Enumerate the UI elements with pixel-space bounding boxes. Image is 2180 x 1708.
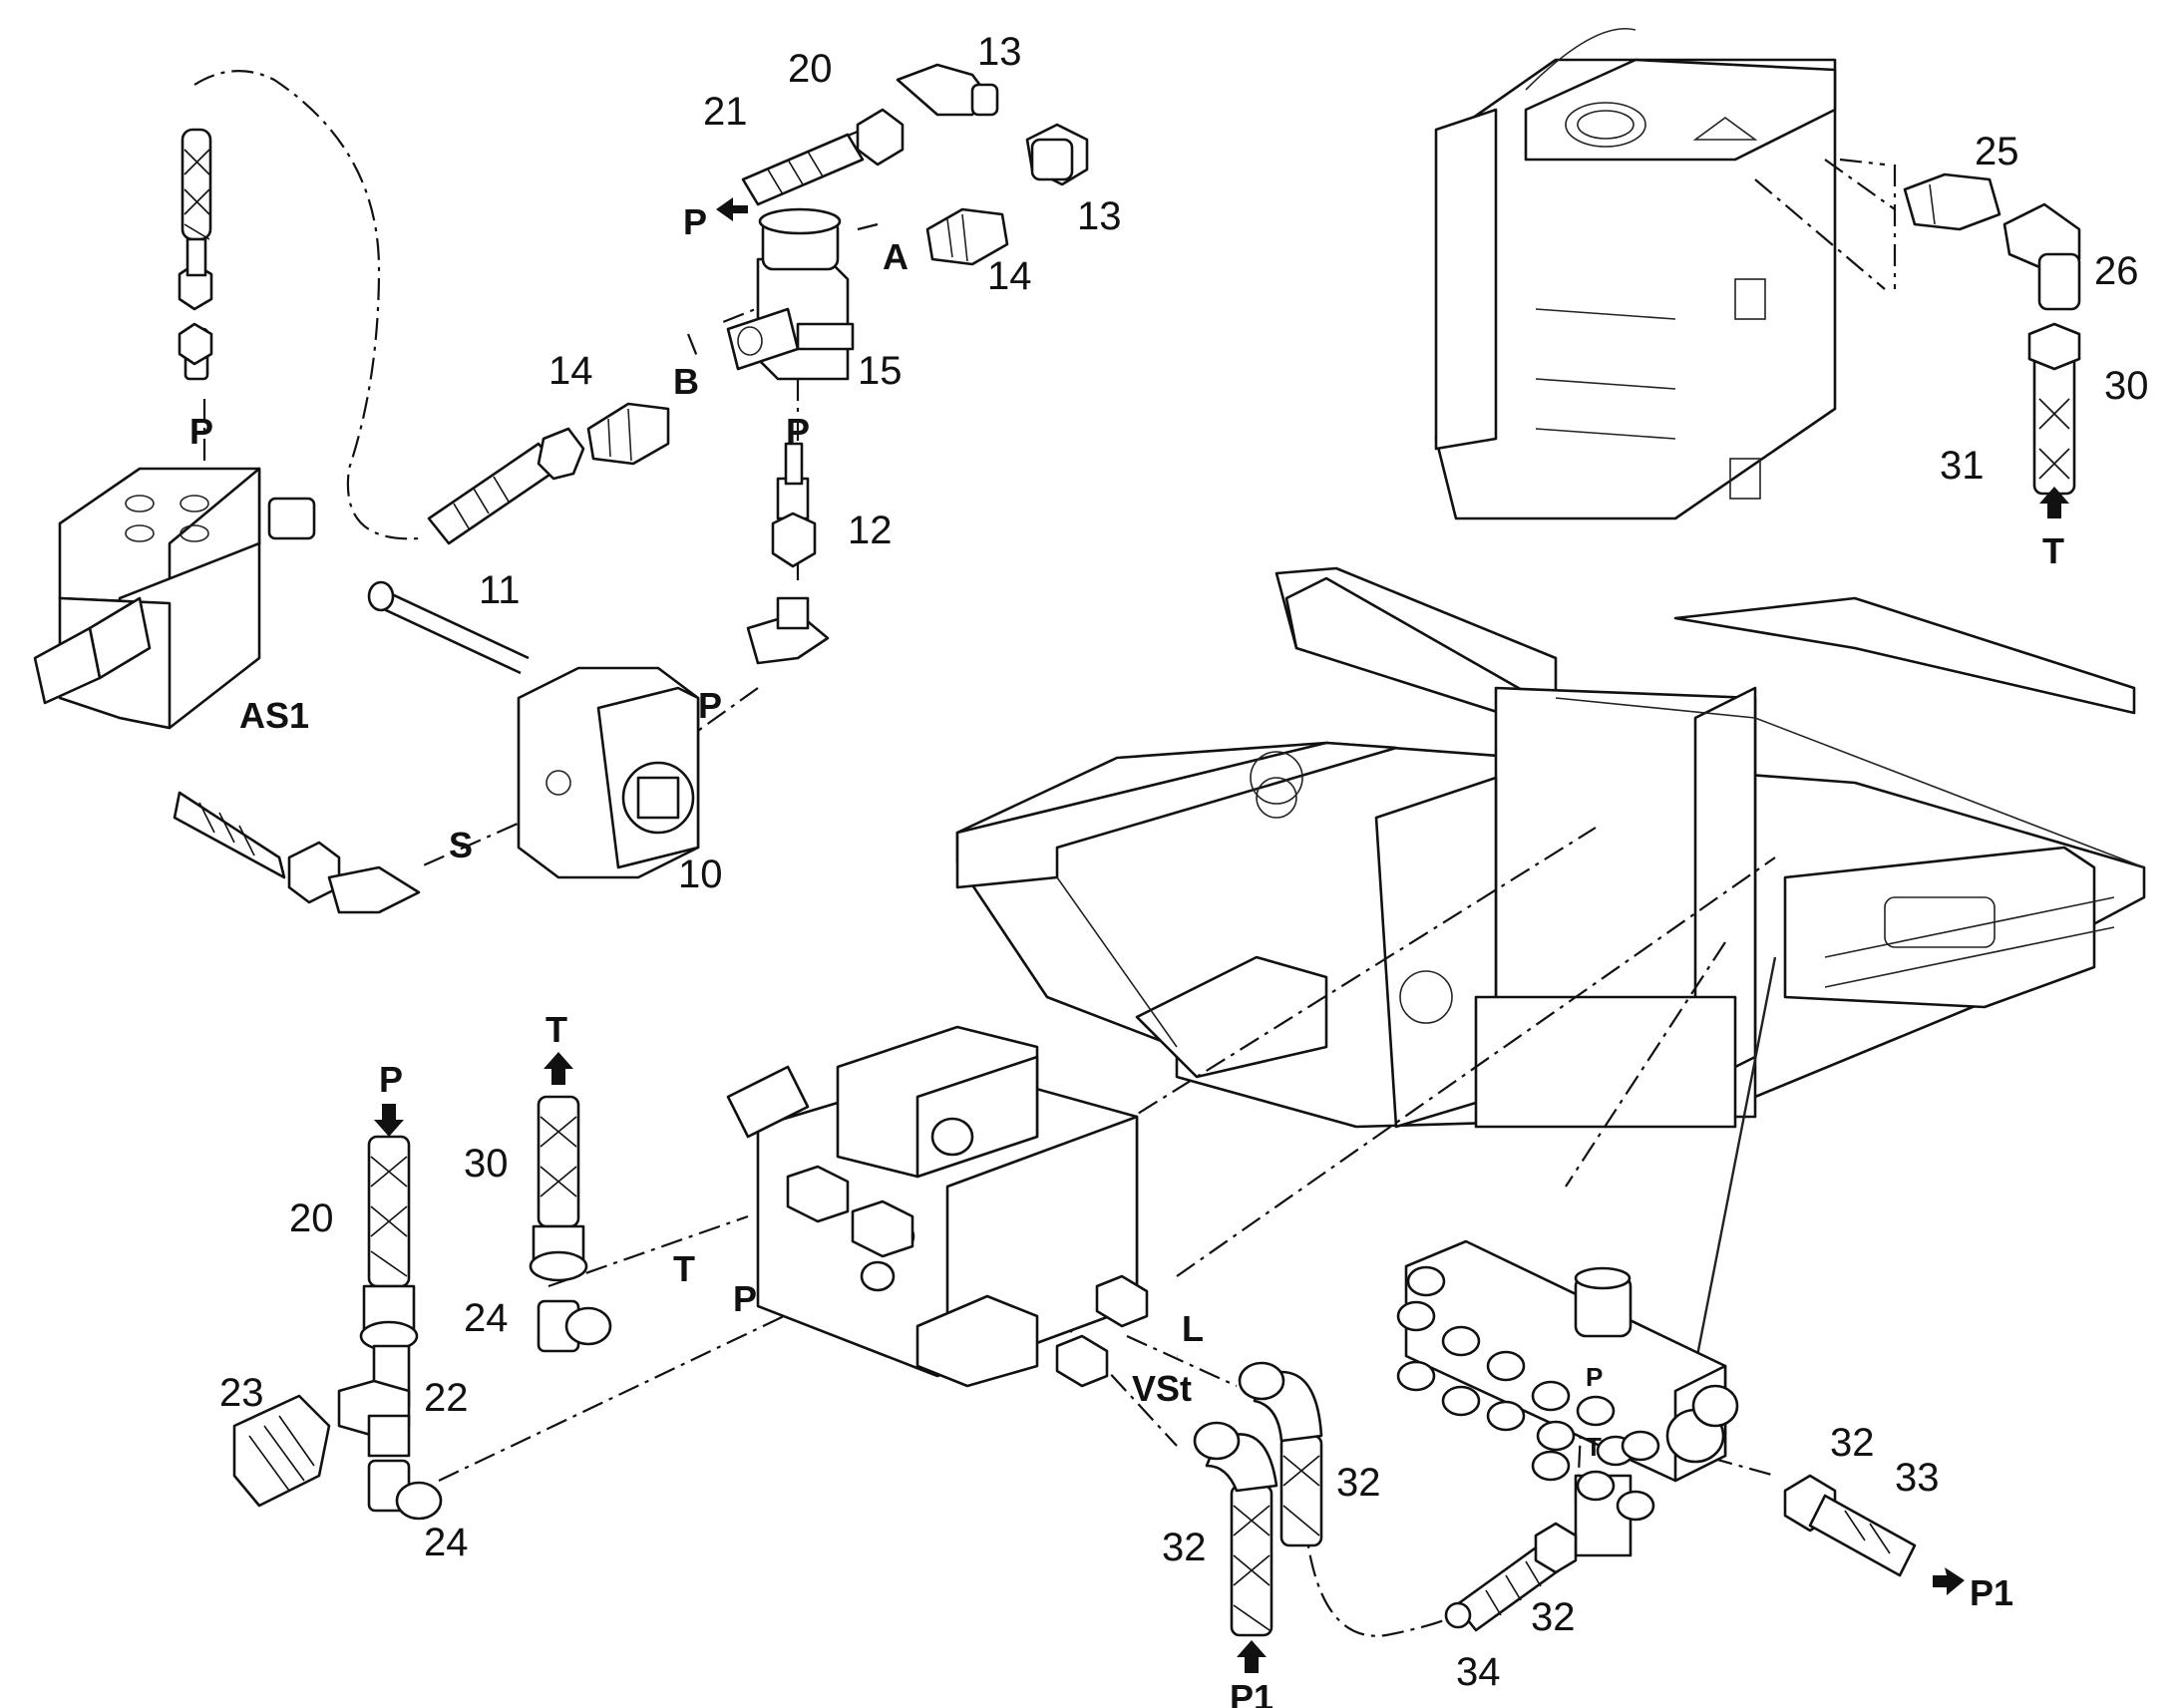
- port-p-manifold: P: [1586, 1362, 1603, 1392]
- port-b: B: [673, 361, 699, 402]
- manifold-ports: [1396, 1300, 1660, 1522]
- tank-return-hose-30-31: [2027, 322, 2081, 496]
- tee-22: [337, 1344, 411, 1458]
- label-10: 10: [678, 853, 723, 896]
- leader-solid: [1693, 956, 1777, 1367]
- label-22: 22: [424, 1376, 469, 1420]
- arrow-t-tank: [2039, 487, 2069, 518]
- label-31: 31: [1940, 444, 1985, 488]
- part-numbers: 10 11 12 13 13 14 14 15 20 20 21 22 23 2…: [219, 30, 2149, 1694]
- hose-20-bottom: [359, 1135, 419, 1352]
- label-32-bottom: 32: [1531, 1595, 1576, 1639]
- label-21: 21: [703, 90, 748, 134]
- port-p-as1: P: [189, 411, 213, 452]
- label-13-a: 13: [977, 30, 1022, 74]
- arrow-p1-left: [1237, 1640, 1267, 1673]
- elbow-13-a: [896, 63, 999, 117]
- label-11: 11: [479, 568, 521, 612]
- pump-bolt: [367, 580, 530, 675]
- label-14-a: 14: [987, 254, 1032, 298]
- elbow-24-lower: [367, 1459, 443, 1521]
- port-p-pump: P: [698, 685, 722, 726]
- label-32-right: 32: [1830, 1421, 1875, 1465]
- as1-supply-hose: [178, 128, 213, 381]
- label-25: 25: [1975, 130, 2019, 173]
- label-24-bottom: 24: [424, 1521, 469, 1564]
- port-a: A: [883, 236, 908, 277]
- hose-to-b: [427, 427, 585, 545]
- hose-32-34: [1444, 1522, 1578, 1632]
- gear-pump: [517, 666, 700, 879]
- port-l: L: [1182, 1308, 1204, 1349]
- fittings-25-26: [1903, 172, 2081, 311]
- label-12: 12: [848, 509, 893, 552]
- coupling-23: [232, 1394, 331, 1508]
- label-32-vst: 32: [1162, 1526, 1207, 1569]
- arrow-p-top: [716, 197, 748, 221]
- port-p-top: P: [683, 201, 707, 242]
- pump-outlet-flange: [746, 596, 830, 665]
- arrow-p-down: [374, 1104, 404, 1137]
- hose-20-21-top: [741, 108, 905, 206]
- valve-block: [726, 1025, 1149, 1388]
- elbow-13-b: [1025, 123, 1089, 186]
- shuttle-valve-15: [726, 207, 855, 381]
- arrow-t-top: [544, 1052, 573, 1085]
- label-20-bottom: 20: [289, 1196, 334, 1240]
- label-15: 15: [858, 349, 903, 393]
- fitting-14-a: [925, 207, 1009, 266]
- elbow-24-upper: [537, 1299, 612, 1353]
- hose-32-33-right: [1783, 1474, 1917, 1577]
- distribution-manifold: [1404, 1239, 1739, 1557]
- assembly-label-as1: AS1: [239, 695, 309, 736]
- port-p-block: P: [733, 1278, 757, 1319]
- fitting-12: [771, 442, 817, 568]
- label-30-bottom: 30: [464, 1142, 509, 1186]
- port-t-block: T: [673, 1248, 695, 1289]
- port-p-valve: P: [786, 411, 810, 452]
- label-14-b: 14: [548, 349, 593, 393]
- port-t-top: T: [545, 1009, 567, 1050]
- port-p-down: P: [379, 1059, 403, 1100]
- port-p1-left: P1: [1230, 1677, 1273, 1708]
- hydraulic-tank: [1434, 28, 1837, 520]
- label-13-b: 13: [1077, 194, 1122, 238]
- label-34: 34: [1456, 1650, 1501, 1694]
- label-24-top: 24: [464, 1296, 509, 1340]
- port-p1-right: P1: [1970, 1572, 2013, 1613]
- hose-30-bottom: [529, 1095, 588, 1282]
- hose-32-l: [1238, 1361, 1323, 1547]
- arrow-p1-right: [1933, 1567, 1965, 1595]
- label-20-top: 20: [788, 47, 833, 91]
- port-vst: VSt: [1132, 1368, 1192, 1409]
- label-32-l: 32: [1336, 1461, 1381, 1505]
- suction-hose: [173, 791, 421, 914]
- port-labels: P P P P A B S T T P T P L VSt P T P1 P1 …: [189, 201, 2064, 1708]
- label-26: 26: [2094, 249, 2139, 293]
- label-30-top: 30: [2104, 364, 2149, 408]
- chassis-frame: [955, 566, 2146, 1129]
- label-33: 33: [1895, 1456, 1940, 1500]
- port-s: S: [449, 825, 473, 865]
- fitting-14-b: [586, 402, 670, 466]
- port-t-manifold: T: [1586, 1432, 1602, 1462]
- label-23: 23: [219, 1371, 264, 1415]
- as1-control-block: [33, 467, 316, 730]
- hose-32-vst: [1193, 1421, 1278, 1637]
- port-t-tank: T: [2042, 530, 2064, 571]
